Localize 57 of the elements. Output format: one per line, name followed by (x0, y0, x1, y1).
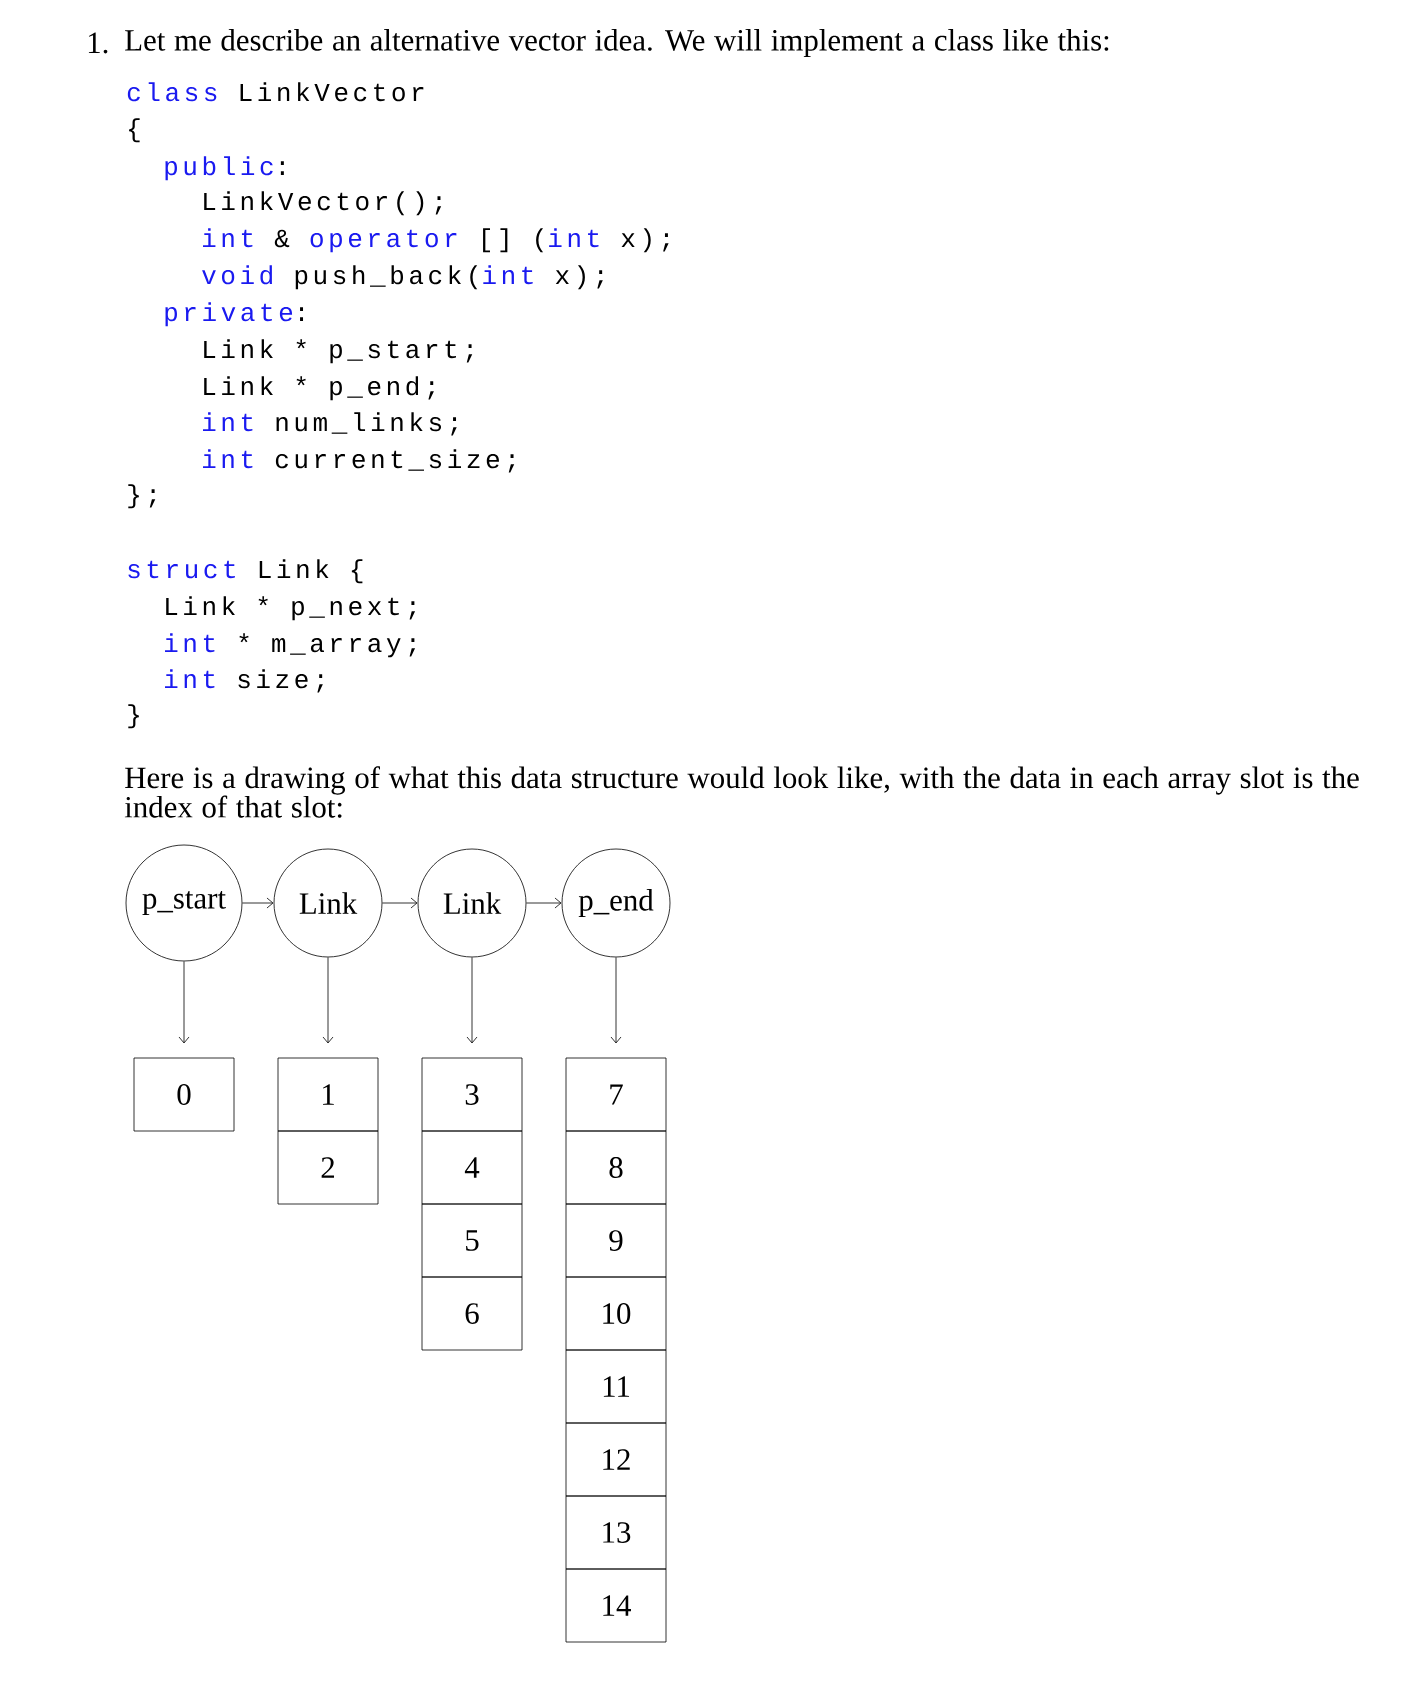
arrow (322, 957, 334, 1044)
code-line: int size; (165, 669, 323, 693)
code-line: { (129, 118, 140, 143)
label: x); (621, 228, 669, 253)
intro-text: Let me describe an alternative vector idea. We will implement a class like this: (125, 29, 1109, 57)
circle-node: p_end (561, 848, 671, 958)
array-cell: 7 (565, 1057, 667, 1132)
code-line: public : (165, 156, 284, 181)
label: operator (310, 229, 457, 253)
arrow (382, 897, 418, 909)
item-number: 1. (88, 32, 108, 54)
array-cell: 10 (565, 1276, 667, 1351)
array-cell: 4 (421, 1130, 523, 1205)
array-cell: 6 (421, 1276, 523, 1351)
code-line: }; (128, 484, 156, 509)
array-cell: 8 (565, 1130, 667, 1205)
arrow (242, 897, 274, 909)
code-line: Link * p_end; (204, 376, 434, 401)
code-line: } (128, 704, 139, 729)
code-line: struct Link { (128, 559, 363, 584)
array-cell: 3 (421, 1057, 523, 1132)
code-line: int current_size; (203, 449, 515, 473)
array-cell: 5 (421, 1203, 523, 1278)
label: int (483, 265, 533, 285)
circle-node: Link (417, 848, 527, 958)
code-line: class LinkVector (127, 82, 424, 102)
array-cell: 11 (565, 1349, 667, 1424)
label: push_back( (295, 265, 478, 290)
array-cell: 9 (565, 1203, 667, 1278)
label: ( (536, 228, 544, 253)
arrow (526, 897, 562, 909)
label: int (549, 228, 599, 248)
description-text: Here is a drawing of what this data structure would look like, with the data in each array slot is the index of that slot: (124, 766, 1359, 818)
code-line: int num_links; (203, 412, 457, 436)
arrow (178, 961, 190, 1044)
code-line: LinkVector(); (204, 191, 442, 216)
label: void (202, 265, 272, 285)
array-cell: 13 (565, 1495, 667, 1570)
code-line: Link * p_start; (204, 339, 473, 364)
label: int (203, 228, 253, 248)
code-line: int & operator [] ( int x); (203, 228, 669, 253)
array-cell: 2 (277, 1130, 379, 1205)
arrow (610, 957, 622, 1044)
array-cell: 0 (133, 1057, 235, 1132)
array-cell: 1 (277, 1057, 379, 1132)
code-line: private : (165, 302, 303, 327)
array-cell: 12 (565, 1422, 667, 1497)
arrow (466, 957, 478, 1044)
array-cell: 14 (565, 1568, 667, 1643)
label: & (274, 229, 290, 248)
code-line: Link * p_next; (166, 596, 416, 621)
circle-node: p_start (125, 844, 243, 962)
circle-node: Link (273, 848, 383, 958)
code-line: void push_back( int x); (202, 265, 603, 290)
code-line: int * m_array; (165, 633, 416, 658)
label: x); (555, 265, 603, 290)
label: [] (483, 228, 508, 253)
